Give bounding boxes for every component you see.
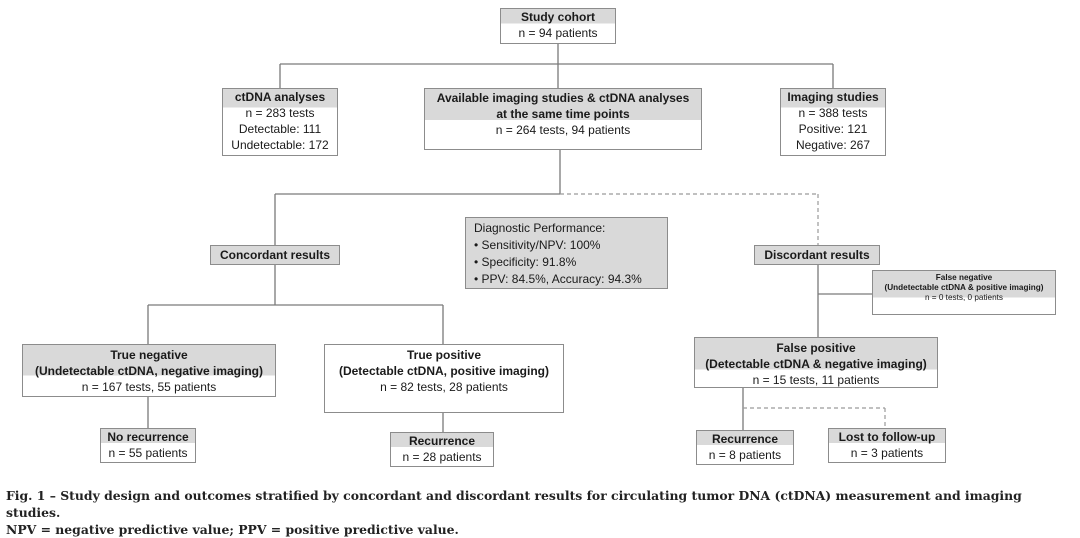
performance-sensitivity: • Sensitivity/NPV: 100% [474, 238, 601, 252]
ctdna-analyses-box: ctDNA analyses n = 283 tests Detectable:… [222, 88, 338, 156]
ctdna-undetectable: Undetectable: 172 [231, 138, 329, 152]
false-negative-box: False negative (Undetectable ctDNA & pos… [872, 270, 1056, 315]
imaging-negative: Negative: 267 [795, 138, 871, 152]
true-negative-subtitle: (Undetectable ctDNA, negative imaging) [34, 364, 264, 378]
lost-title: Lost to follow-up [838, 430, 936, 444]
figure-caption: Fig. 1 – Study design and outcomes strat… [6, 487, 1076, 538]
false-positive-count: n = 15 tests, 11 patients [752, 373, 880, 387]
recurrence-fp-box: Recurrence n = 8 patients [696, 430, 794, 465]
available-count: n = 264 tests, 94 patients [495, 123, 631, 137]
available-title-1: Available imaging studies & ctDNA analys… [436, 91, 690, 105]
study-cohort-title: Study cohort [521, 10, 595, 24]
study-cohort-box: Study cohort n = 94 patients [500, 8, 616, 44]
performance-ppv-accuracy: • PPV: 84.5%, Accuracy: 94.3% [474, 272, 642, 286]
true-positive-box: True positive (Detectable ctDNA, positiv… [324, 344, 564, 413]
false-positive-title: False positive [776, 341, 856, 355]
true-positive-subtitle: (Detectable ctDNA, positive imaging) [338, 364, 550, 378]
performance-title: Diagnostic Performance: [474, 221, 606, 235]
caption-line-2: NPV = negative predictive value; PPV = p… [6, 522, 459, 537]
imaging-title: Imaging studies [787, 90, 879, 104]
lost-count: n = 3 patients [850, 446, 924, 460]
imaging-tests: n = 388 tests [798, 106, 868, 120]
connector-lines [147, 42, 886, 432]
ctdna-analyses-title: ctDNA analyses [234, 90, 326, 104]
imaging-studies-box: Imaging studies n = 388 tests Positive: … [780, 88, 886, 156]
true-negative-box: True negative (Undetectable ctDNA, negat… [22, 344, 276, 397]
recurrence-tp-title: Recurrence [408, 434, 476, 448]
true-positive-count: n = 82 tests, 28 patients [380, 380, 508, 394]
concordant-title: Concordant results [219, 248, 330, 262]
performance-specificity: • Specificity: 91.8% [474, 255, 577, 269]
false-negative-subtitle: (Undetectable ctDNA & positive imaging) [884, 283, 1044, 292]
diagnostic-performance-box: Diagnostic Performance: • Sensitivity/NP… [465, 217, 668, 289]
true-negative-title: True negative [110, 348, 188, 362]
no-recurrence-box: No recurrence n = 55 patients [100, 428, 196, 463]
false-negative-title: False negative [935, 273, 993, 282]
false-negative-count: n = 0 tests, 0 patients [924, 293, 1004, 302]
ctdna-tests: n = 283 tests [245, 106, 315, 120]
imaging-positive: Positive: 121 [798, 122, 868, 136]
recurrence-tp-count: n = 28 patients [402, 450, 482, 464]
false-positive-subtitle: (Detectable ctDNA & negative imaging) [705, 357, 927, 371]
lost-to-follow-up-box: Lost to follow-up n = 3 patients [828, 428, 946, 463]
true-negative-count: n = 167 tests, 55 patients [81, 380, 217, 394]
study-cohort-count: n = 94 patients [518, 26, 598, 40]
no-recurrence-count: n = 55 patients [108, 446, 188, 460]
discordant-title: Discordant results [764, 248, 870, 262]
ctdna-detectable: Detectable: 111 [238, 122, 322, 136]
no-recurrence-title: No recurrence [107, 430, 189, 444]
available-studies-box: Available imaging studies & ctDNA analys… [424, 88, 702, 150]
recurrence-fp-title: Recurrence [711, 432, 779, 446]
true-positive-title: True positive [406, 348, 482, 362]
recurrence-fp-count: n = 8 patients [708, 448, 782, 462]
discordant-results-box: Discordant results [754, 245, 880, 265]
recurrence-tp-box: Recurrence n = 28 patients [390, 432, 494, 467]
false-positive-box: False positive (Detectable ctDNA & negat… [694, 337, 938, 388]
concordant-results-box: Concordant results [210, 245, 340, 265]
available-title-2: at the same time points [496, 107, 630, 121]
caption-line-1: Fig. 1 – Study design and outcomes strat… [6, 488, 1022, 520]
